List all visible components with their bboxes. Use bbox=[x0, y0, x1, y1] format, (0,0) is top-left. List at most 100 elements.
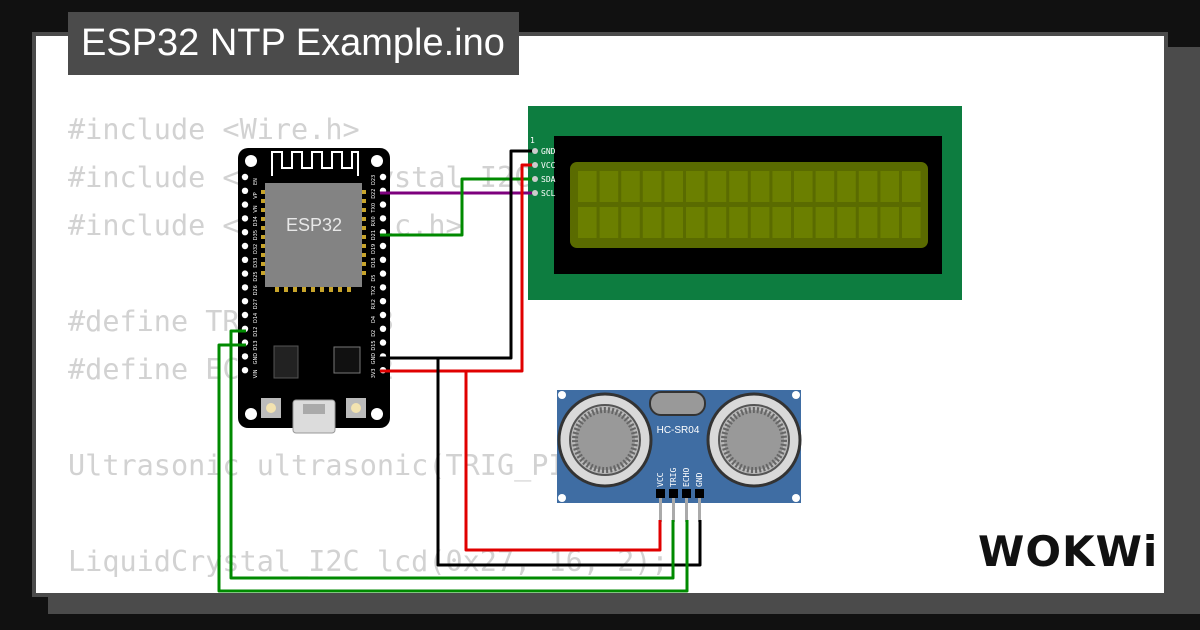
pin-label: D5 bbox=[371, 275, 377, 282]
lcd-character-grid bbox=[578, 171, 921, 238]
wokwi-logo: WOKWi bbox=[978, 527, 1156, 576]
lcd-char-cell bbox=[880, 171, 899, 202]
code-line: #include <Wire.h> bbox=[68, 113, 360, 146]
pin-label: D22 bbox=[371, 189, 377, 199]
lcd-pin-label: SCL bbox=[541, 189, 556, 198]
lcd-char-cell bbox=[750, 207, 770, 238]
header-pin bbox=[379, 256, 387, 263]
header-pin bbox=[241, 311, 249, 319]
pin-label: D26 bbox=[253, 285, 259, 295]
lcd-char-cell bbox=[578, 207, 597, 238]
pin-label: D13 bbox=[253, 340, 259, 350]
lcd-char-cell bbox=[686, 207, 705, 238]
wire-echo[interactable] bbox=[217, 343, 689, 593]
usb-uart-chip bbox=[333, 346, 361, 374]
header-pin bbox=[241, 201, 249, 208]
lcd-char-cell bbox=[664, 171, 683, 202]
module-pad bbox=[347, 286, 351, 292]
pin-label: TX2 bbox=[371, 286, 377, 297]
sensor-pin-label: GND bbox=[695, 472, 704, 487]
mounting-hole bbox=[558, 494, 566, 502]
pin-label: D34 bbox=[253, 216, 259, 226]
header-pin bbox=[379, 311, 387, 319]
lcd-char-cell bbox=[707, 171, 727, 202]
module-pad bbox=[360, 190, 366, 194]
header-pin bbox=[379, 339, 387, 346]
pin-label: TX0 bbox=[371, 203, 377, 214]
esp32-board[interactable]: ESP32 ENVPVND34D35D32D33D25D26D27D14D12D… bbox=[238, 148, 390, 434]
lcd-pin-label: VCC bbox=[541, 161, 556, 170]
lcd-char-cell bbox=[902, 207, 921, 238]
module-pad bbox=[360, 253, 366, 257]
wire-lcd-vcc[interactable] bbox=[380, 163, 532, 373]
header-pin bbox=[241, 256, 249, 263]
lcd-char-cell bbox=[858, 171, 878, 202]
lcd-module[interactable]: 1 GND VCC SDA SCL bbox=[528, 106, 962, 300]
module-pad bbox=[360, 262, 366, 266]
pin-label: D23 bbox=[371, 175, 377, 185]
lcd-char-cell bbox=[599, 207, 619, 238]
module-pad bbox=[261, 226, 267, 230]
module-pad bbox=[261, 271, 267, 275]
transmitter-transducer bbox=[557, 392, 653, 488]
lcd-char-cell bbox=[902, 171, 921, 202]
hcsr04-sensor[interactable]: HC-SR04 VCC TRIG ECHO GND bbox=[557, 390, 802, 522]
lcd-char-cell bbox=[578, 171, 597, 202]
module-pad bbox=[261, 199, 267, 203]
wokwi-logo-text: WOKWi bbox=[978, 527, 1156, 576]
header-pin bbox=[241, 173, 249, 181]
lcd-char-cell bbox=[880, 207, 899, 238]
module-pad bbox=[360, 226, 366, 230]
esp32-module-pads bbox=[261, 190, 366, 292]
pin-label: D32 bbox=[253, 244, 259, 254]
wire-sda[interactable] bbox=[380, 177, 532, 237]
module-pad bbox=[261, 217, 267, 221]
boot-button-cap bbox=[351, 403, 361, 413]
project-title: ESP32 NTP Example.ino bbox=[68, 12, 519, 75]
wire-sensor-gnd[interactable] bbox=[380, 356, 702, 567]
pin-label: VN bbox=[253, 205, 259, 212]
lcd-char-cell bbox=[815, 207, 835, 238]
module-pad bbox=[329, 286, 333, 292]
pin-label: D15 bbox=[371, 340, 377, 350]
header-pin bbox=[379, 325, 387, 332]
module-pad bbox=[320, 286, 324, 292]
header-pin bbox=[241, 242, 249, 250]
module-pad bbox=[261, 208, 267, 212]
module-pad bbox=[311, 286, 315, 292]
sensor-pin-label: ECHO bbox=[682, 468, 691, 487]
wires bbox=[217, 149, 702, 593]
lcd-char-cell bbox=[621, 207, 640, 238]
pin-label: D18 bbox=[371, 258, 377, 268]
lcd-pins: GND VCC SDA SCL bbox=[532, 147, 556, 198]
mounting-hole bbox=[792, 391, 800, 399]
wire-trig[interactable] bbox=[229, 329, 675, 580]
pin-label: D25 bbox=[253, 271, 259, 281]
lcd-char-cell bbox=[642, 207, 662, 238]
pin-label: D35 bbox=[253, 230, 259, 240]
pin-label: D4 bbox=[371, 316, 377, 323]
module-pad bbox=[275, 286, 279, 292]
wire-lcd-gnd[interactable] bbox=[380, 149, 532, 360]
pin-label: D2 bbox=[371, 330, 377, 337]
usb-port-opening bbox=[303, 404, 325, 414]
mounting-hole bbox=[792, 494, 800, 502]
header-pin bbox=[379, 284, 387, 291]
lcd-char-cell bbox=[729, 207, 748, 238]
lcd-char-cell bbox=[772, 207, 791, 238]
pin-label: GND bbox=[253, 353, 259, 365]
lcd-char-cell bbox=[664, 207, 683, 238]
reset-button-cap bbox=[266, 403, 276, 413]
module-pad bbox=[293, 286, 297, 292]
sensor-header-pins bbox=[656, 489, 704, 522]
antenna-trace bbox=[271, 151, 359, 176]
esp32-chip-label: ESP32 bbox=[286, 215, 342, 235]
voltage-regulator bbox=[273, 345, 299, 379]
receiver-transducer bbox=[706, 392, 802, 488]
pin-label: VIN bbox=[253, 369, 259, 378]
module-pad bbox=[360, 199, 366, 203]
pin-label: RX2 bbox=[371, 299, 377, 309]
mounting-hole bbox=[558, 391, 566, 399]
module-pad bbox=[261, 190, 267, 194]
crystal-oscillator bbox=[649, 391, 706, 416]
